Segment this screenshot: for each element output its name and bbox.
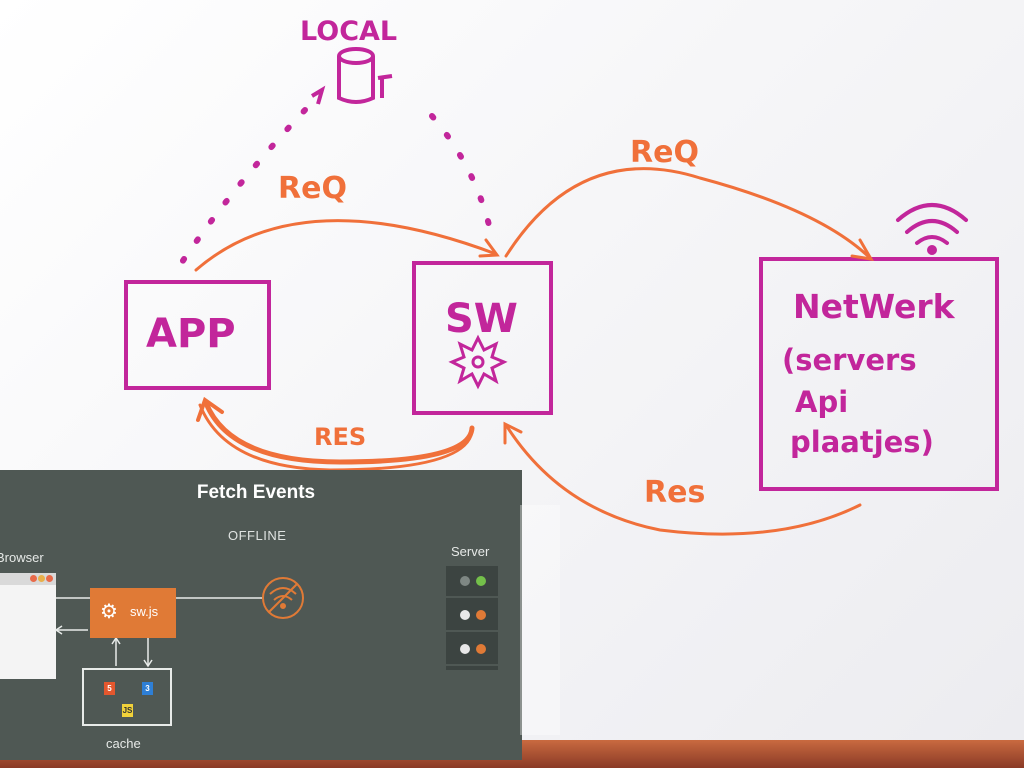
network-box [759, 257, 999, 491]
database-icon [310, 47, 393, 105]
server-unit [446, 634, 498, 666]
req-label-right: ReQ [630, 135, 699, 170]
cache-box: 5 3 JS [82, 668, 172, 726]
js-file-icon: JS [122, 704, 133, 717]
fetch-events-card: Fetch Events OFFLINE Browser Server ⚙ sw… [0, 470, 522, 760]
res-label-left: RES [314, 423, 366, 451]
req-arrowhead-left [478, 238, 500, 258]
res-arrow-sw-to-app [203, 400, 475, 465]
gear-icon: ⚙ [100, 601, 118, 623]
res-label-right: Res [644, 475, 705, 510]
sw-file-label: sw.js [130, 604, 159, 619]
req-arrow-app-to-sw [194, 219, 498, 272]
sw-label: SW [445, 296, 518, 342]
local-to-sw-dotted [429, 113, 495, 241]
no-wifi-icon [262, 577, 304, 619]
wifi-icon [896, 203, 968, 255]
browser-dot-icon [46, 575, 53, 582]
card-title: Fetch Events [196, 482, 316, 503]
html-file-icon: 5 [104, 682, 115, 695]
service-worker-box: ⚙ sw.js [90, 588, 176, 638]
local-to-app-dotted [175, 107, 308, 271]
network-line-4: plaatjes) [790, 425, 934, 459]
css-file-icon: 3 [142, 682, 153, 695]
browser-dot-icon [38, 575, 45, 582]
res-arrow-network-to-sw [504, 423, 862, 536]
req-arrow-sw-to-network [504, 167, 872, 260]
res-arrowhead-left [196, 396, 224, 422]
browser-label: Browser [0, 550, 44, 565]
cache-label: cache [106, 736, 141, 751]
network-line-1: NetWerk [793, 287, 956, 326]
app-label: APP [146, 311, 236, 357]
app-box [124, 280, 271, 390]
server-rack-icon [446, 566, 498, 670]
network-line-2: (servers [782, 343, 917, 377]
tape-reflection [520, 505, 560, 735]
browser-window-icon [0, 573, 56, 679]
card-connectors [54, 577, 304, 668]
browser-dot-icon [30, 575, 37, 582]
res-arrowhead-right [503, 421, 523, 445]
server-label: Server [451, 544, 490, 559]
req-arrowhead-right [850, 238, 874, 261]
server-unit [446, 600, 498, 632]
server-unit [446, 566, 498, 598]
sw-box [412, 261, 553, 415]
req-label-left: ReQ [278, 171, 347, 206]
local-label: LOCAL [300, 16, 397, 47]
network-line-3: Api [795, 385, 848, 419]
gear-icon [448, 334, 508, 390]
offline-label: OFFLINE [228, 528, 287, 543]
